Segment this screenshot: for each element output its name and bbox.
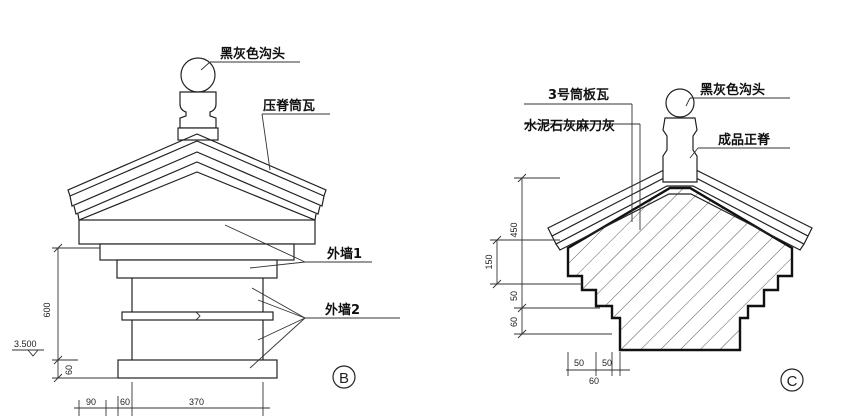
dim-w2-b: 60 bbox=[120, 397, 130, 407]
detail-marker-b bbox=[332, 365, 356, 389]
corbel-1-b bbox=[99, 243, 295, 261]
band-2-b bbox=[117, 359, 278, 379]
dim-small-b: 60 bbox=[64, 365, 74, 375]
roof-layer-1-b bbox=[67, 133, 327, 197]
dim-height-b: 600 bbox=[42, 302, 52, 317]
label-outer-wall-1: 外墙1 bbox=[326, 246, 362, 262]
detail-c: 3号筒板瓦 水泥石灰麻刀灰 黑灰色沟头 成品正脊 450 150 50 60 5… bbox=[484, 82, 813, 392]
gable-body-b bbox=[78, 219, 316, 245]
detail-marker-c bbox=[780, 368, 804, 392]
dim-w1-c: 50 bbox=[574, 358, 584, 368]
level-mark-b: 3.500 bbox=[14, 339, 37, 349]
dim-w3-c: 60 bbox=[589, 376, 599, 386]
roof-layer-2-b bbox=[69, 151, 325, 207]
label-tile-no3: 3号筒板瓦 bbox=[548, 87, 609, 103]
detail-b: 黑灰色沟头 压脊筒瓦 外墙1 外墙2 600 60 3.500 90 60 37… bbox=[12, 46, 400, 416]
band-1-b bbox=[121, 311, 274, 321]
cap-tile-b bbox=[180, 57, 216, 93]
roof-layer-4-b bbox=[77, 171, 317, 221]
corbel-2-b bbox=[116, 259, 278, 279]
dim-w2-c: 50 bbox=[602, 358, 612, 368]
hatched-core-c bbox=[566, 186, 794, 352]
dim-h3-c: 60 bbox=[509, 317, 519, 327]
label-outer-wall-2: 外墙2 bbox=[324, 302, 360, 318]
dim-w1-b: 90 bbox=[86, 397, 96, 407]
label-plaster: 水泥石灰麻刀灰 bbox=[524, 118, 615, 134]
detail-marker-b-letter: B bbox=[339, 370, 349, 387]
cap-tile-c bbox=[665, 88, 695, 118]
label-pressed-tile-b: 压脊筒瓦 bbox=[263, 98, 315, 114]
dim-h2-c: 50 bbox=[509, 291, 519, 301]
roof-layer-3-b bbox=[73, 161, 321, 215]
ridge-neck-b bbox=[179, 91, 217, 129]
label-cap-tile-b: 黑灰色沟头 bbox=[220, 46, 285, 62]
label-ridge-c: 成品正脊 bbox=[718, 132, 771, 148]
dim-h1-c: 150 bbox=[484, 254, 494, 269]
label-cap-tile-c: 黑灰色沟头 bbox=[700, 82, 765, 98]
break-mark-b bbox=[195, 311, 201, 321]
dim-w3-b: 370 bbox=[189, 397, 204, 407]
ridge-block-c bbox=[662, 117, 698, 183]
dim-height-c: 450 bbox=[509, 222, 519, 237]
detail-marker-c-letter: C bbox=[787, 373, 798, 390]
